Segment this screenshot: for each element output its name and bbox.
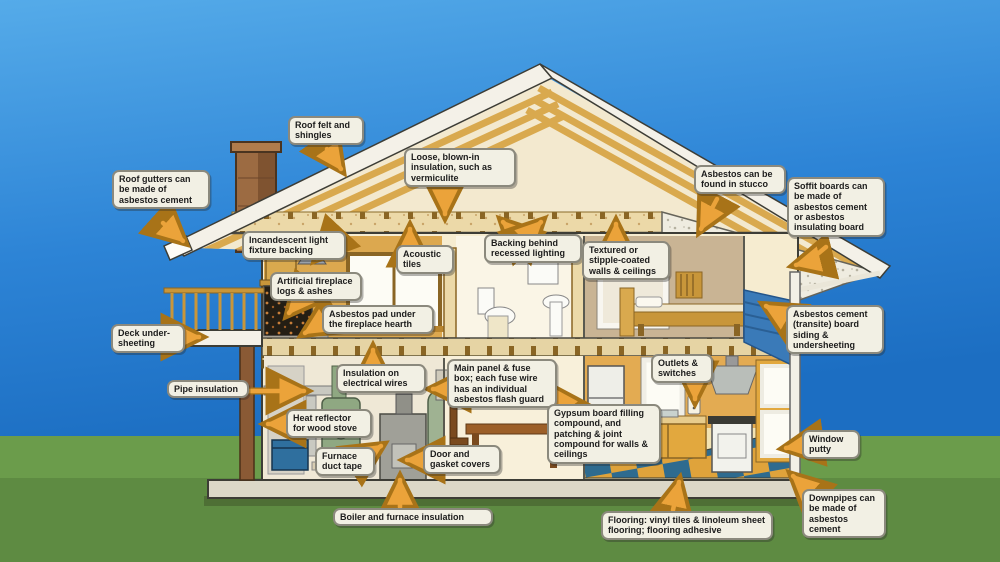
callout-arrow-icon [514,219,544,249]
radiator [675,271,703,299]
callout-boiler-furnace-insulation: Boiler and furnace insulation [333,508,493,527]
callout-arrow-icon [661,479,687,513]
callout-arrow-icon [783,431,813,458]
bathroom [443,236,585,339]
callout-deck-undersheeting: Deck under- sheeting [111,324,185,353]
callout-downpipes: Downpipes can be made of asbestos cement [802,489,886,539]
callout-door-gasket-covers: Door and gasket covers [423,445,501,474]
callout-transite-siding: Asbestos cement (transite) board siding … [786,305,884,355]
callout-main-panel-fuse-box: Main panel & fuse box; each fuse wire ha… [447,359,557,409]
floor-joists [261,337,799,357]
furnace-door [391,443,417,469]
callout-arrow-icon [155,214,186,244]
kitchen [583,355,799,480]
chair [449,405,458,443]
soffit-board [797,270,881,293]
callout-flooring: Flooring: vinyl tiles & linoleum sheet f… [601,511,773,540]
callout-outlets-switches: Outlets & switches [651,354,713,383]
callout-acoustic-tiles: Acoustic tiles [396,245,454,274]
foundation [207,479,809,499]
callout-artificial-fireplace-logs: Artificial fireplace logs & ashes [270,272,362,301]
callout-recessed-lighting: Backing behind recessed lighting [484,234,582,263]
callout-arrow-icon [763,303,794,330]
callout-heat-reflector: Heat reflector for wood stove [286,409,372,438]
callout-roof-gutters: Roof gutters can be made of asbestos cem… [112,170,210,210]
callout-window-putty: Window putty [802,430,860,459]
callout-arrow-icon [793,244,829,272]
callout-arrow-icon [316,141,344,172]
callout-incandescent-light-backing: Incandescent light fixture backing [242,231,346,260]
callout-stucco: Asbestos can be found in stucco [694,165,786,194]
callout-loose-blown-insulation: Loose, blown-in insulation, such as verm… [404,148,516,188]
callout-roof-felt-shingles: Roof felt and shingles [288,116,364,145]
callout-asbestos-pad-hearth: Asbestos pad under the fireplace hearth [322,305,434,334]
wood-bin [271,439,309,471]
deck [163,287,265,481]
callout-pipe-insulation: Pipe insulation [167,380,249,399]
callout-textured-walls: Textured or stipple-coated walls & ceili… [582,241,670,281]
callout-gypsum-board: Gypsum board filling compound, and patch… [547,404,661,464]
mirror-cabinet [527,261,559,285]
callout-arrow-icon [302,308,333,336]
callout-furnace-duct-tape: Furnace duct tape [315,447,375,476]
callout-arrow-icon [790,473,821,503]
bed-headboard [619,287,635,337]
callout-arrow-icon [698,196,725,232]
callout-soffit-boards: Soffit boards can be made of asbestos ce… [787,177,885,237]
callout-insulation-electrical-wires: Insulation on electrical wires [336,364,426,393]
right-window-upper [760,364,794,408]
